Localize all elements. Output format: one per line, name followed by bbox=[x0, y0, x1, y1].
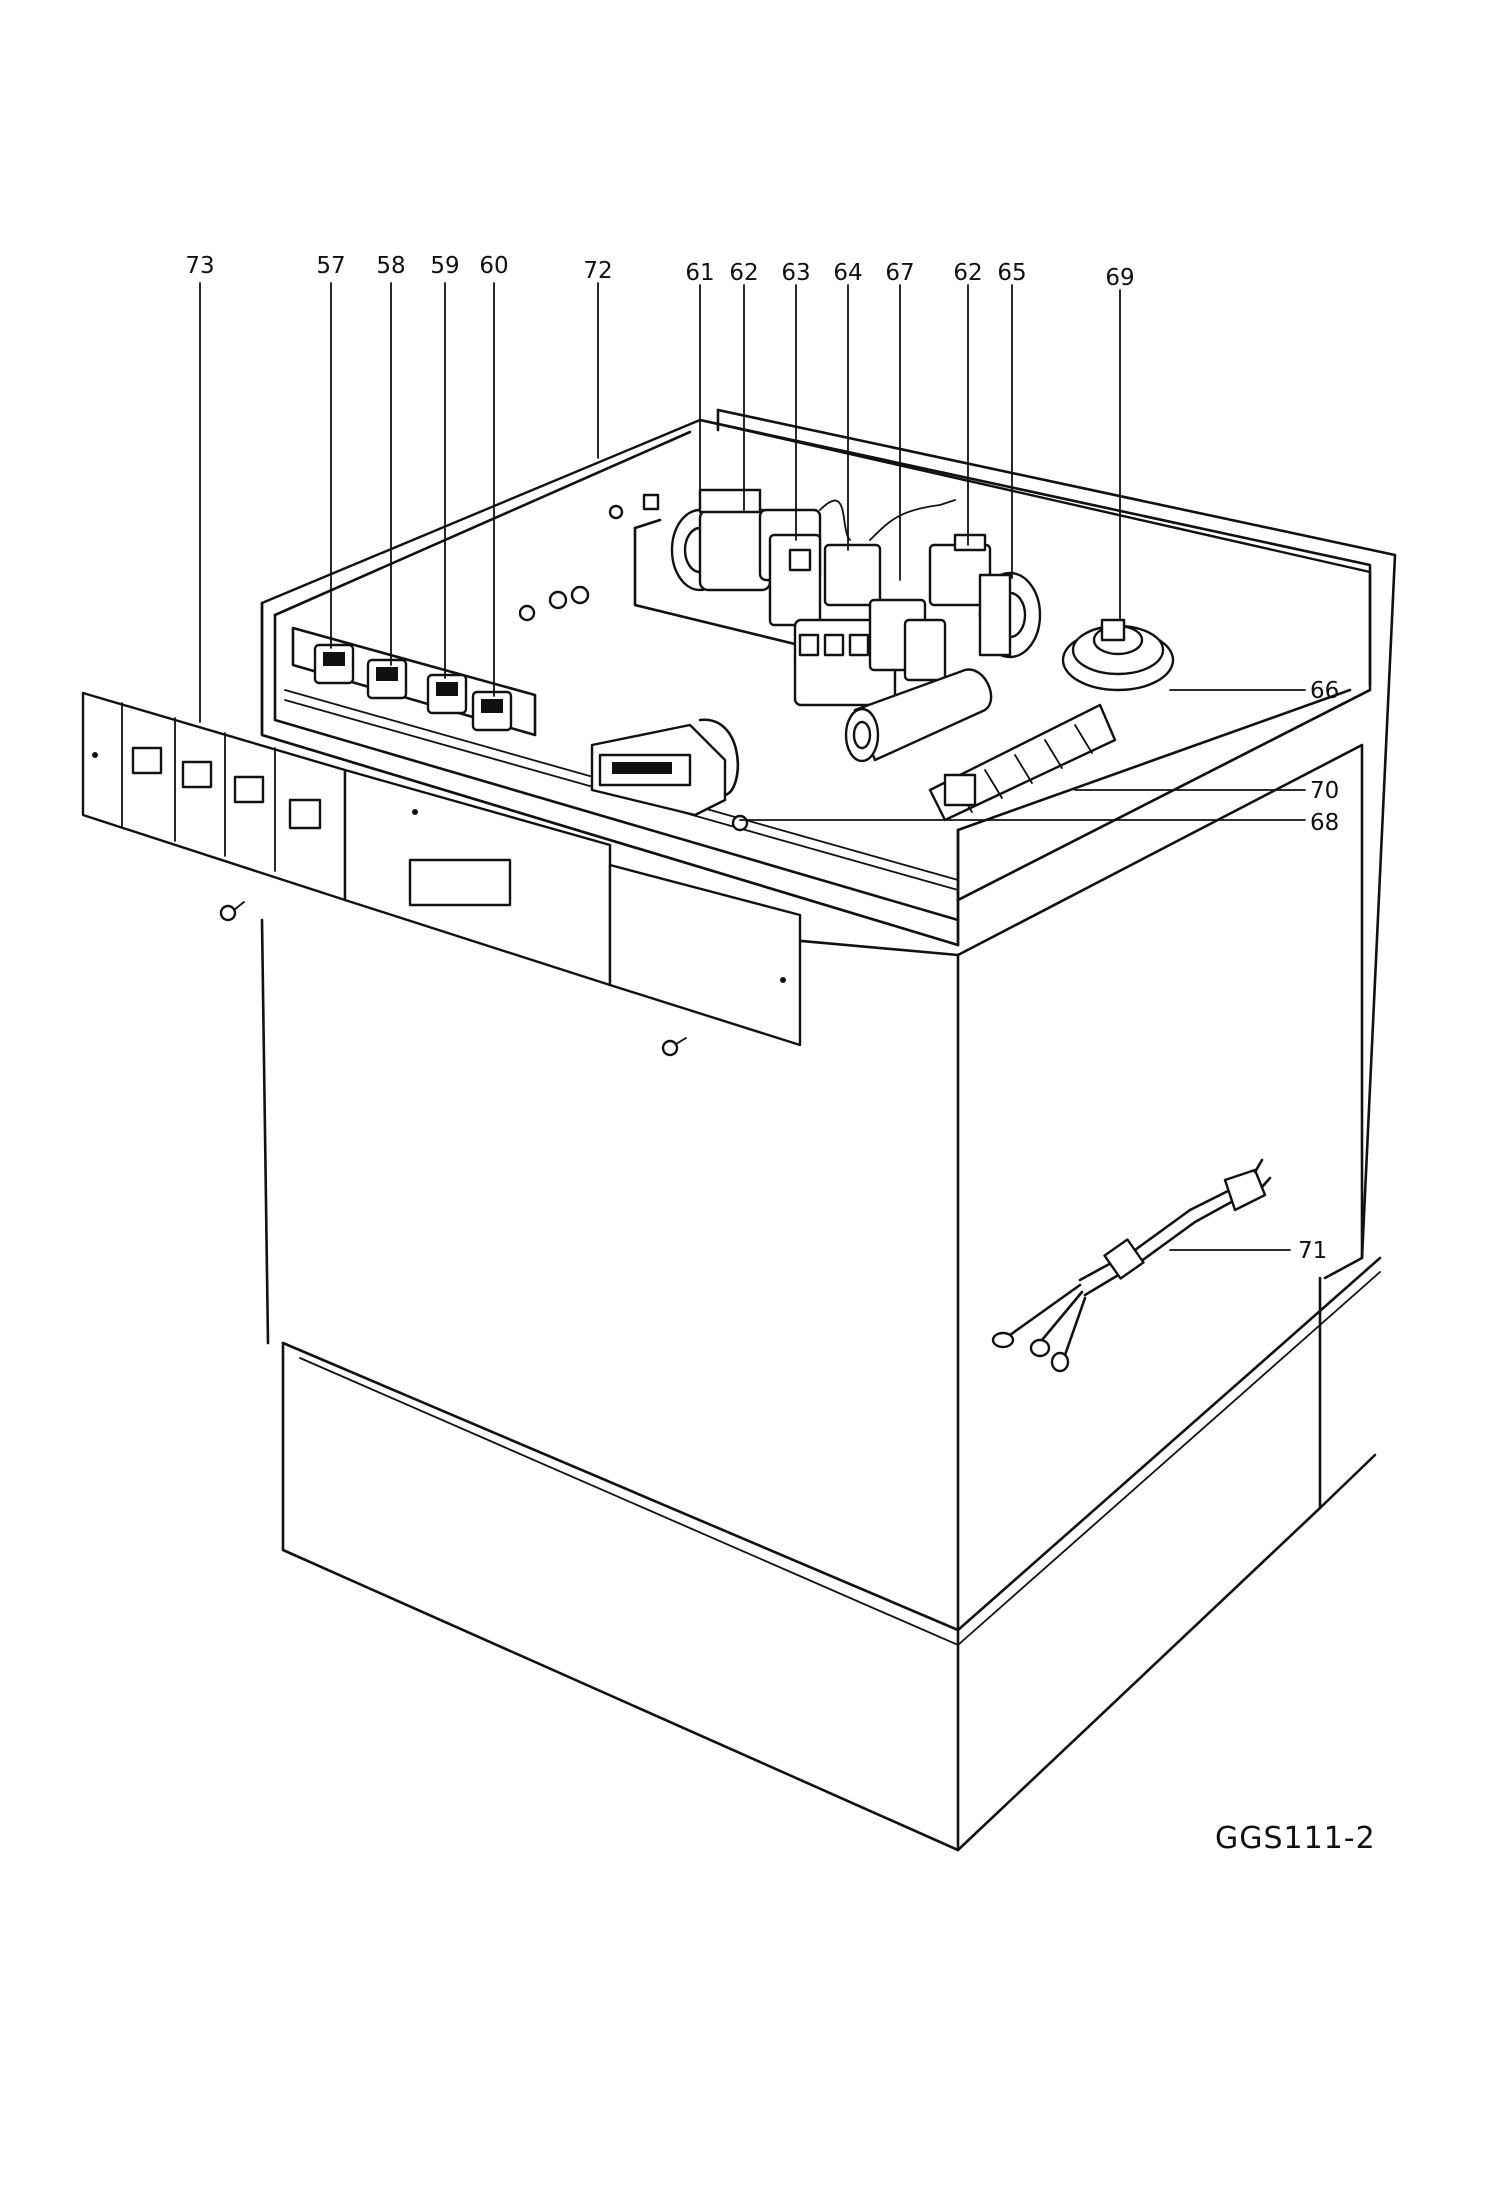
callout-61: 61 bbox=[685, 260, 714, 286]
callout-60: 60 bbox=[479, 253, 508, 279]
relay-64 bbox=[823, 543, 882, 607]
figure-code: GGS111-2 bbox=[1215, 1821, 1376, 1856]
fascia-window-1 bbox=[131, 746, 163, 775]
callout-58: 58 bbox=[376, 253, 405, 279]
leader-lines bbox=[199, 282, 1306, 1251]
callout-68: 68 bbox=[1310, 810, 1339, 836]
capacitor bbox=[844, 668, 993, 763]
relay-63 bbox=[768, 533, 822, 627]
fascia-window-3 bbox=[233, 775, 265, 804]
callout-57: 57 bbox=[316, 253, 345, 279]
power-cord-71 bbox=[991, 1158, 1272, 1373]
display-module-68 bbox=[590, 718, 749, 832]
callout-63: 63 bbox=[781, 260, 810, 286]
callout-64: 64 bbox=[833, 260, 862, 286]
component-cluster bbox=[633, 488, 1042, 707]
callout-65: 65 bbox=[997, 260, 1026, 286]
callout-73: 73 bbox=[185, 253, 214, 279]
callout-71: 71 bbox=[1298, 1238, 1327, 1264]
cabinet-plinth bbox=[281, 1256, 1382, 1852]
callout-69: 69 bbox=[1105, 265, 1134, 291]
pressure-switch-69 bbox=[1061, 618, 1175, 692]
callout-72: 72 bbox=[583, 258, 612, 284]
front-control-panel bbox=[343, 768, 802, 1047]
callout-59: 59 bbox=[430, 253, 459, 279]
panel-window bbox=[408, 858, 512, 907]
rocker-switches bbox=[291, 626, 537, 737]
loose-screws bbox=[219, 901, 687, 1057]
fascia-window-4 bbox=[288, 798, 322, 830]
front-fascia-73 bbox=[81, 691, 347, 902]
callout-labels: 73 57 58 59 60 72 61 62 63 64 67 62 65 6… bbox=[185, 253, 1339, 1264]
fascia-window-2 bbox=[181, 760, 213, 789]
callout-66: 66 bbox=[1310, 678, 1339, 704]
terminal-block-70 bbox=[928, 703, 1117, 822]
callout-62-second: 62 bbox=[953, 260, 982, 286]
callout-67: 67 bbox=[885, 260, 914, 286]
callout-62: 62 bbox=[729, 260, 758, 286]
screws-top bbox=[518, 493, 660, 622]
callout-70: 70 bbox=[1310, 778, 1339, 804]
